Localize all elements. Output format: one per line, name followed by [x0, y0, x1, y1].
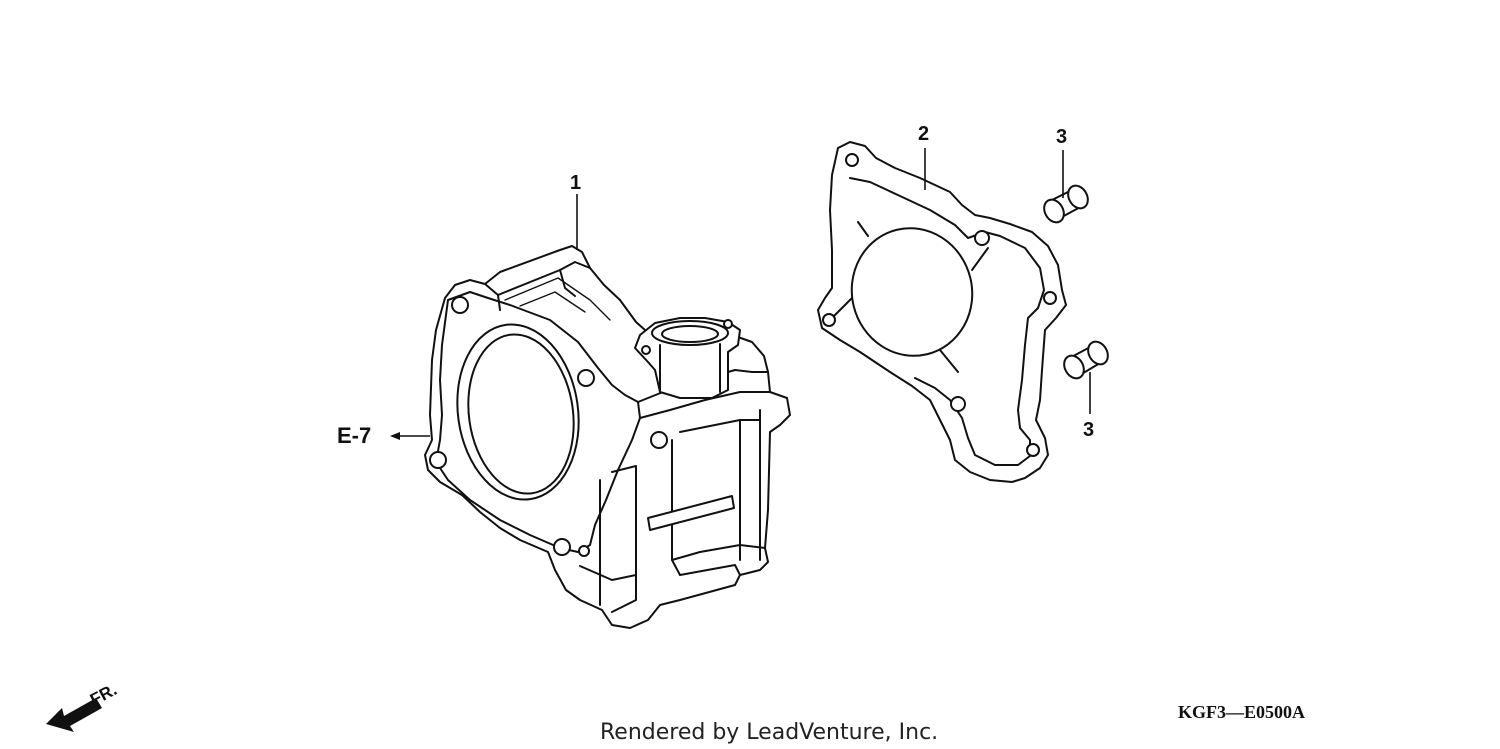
cylinder-bore-outer	[456, 323, 580, 501]
callout-3-lower-number[interactable]: 3	[1083, 419, 1094, 441]
render-credit: Rendered by LeadVenture, Inc.	[600, 720, 938, 745]
gasket-drawing[interactable]	[817, 141, 1067, 483]
callout-1-number[interactable]: 1	[570, 172, 581, 194]
cylinder-drawing[interactable]	[424, 245, 791, 629]
reference-arrow-icon	[390, 432, 400, 440]
front-direction-arrow-icon	[46, 698, 102, 732]
cylinder-bore-inner	[467, 333, 575, 495]
reference-label[interactable]: E-7	[337, 423, 371, 448]
gasket-bore	[850, 227, 974, 357]
diagram-code: KGF3—E0500A	[1178, 702, 1305, 722]
callout-3-upper-number[interactable]: 3	[1056, 126, 1067, 148]
gasket-inner-edge	[849, 177, 1045, 466]
dowel-pin-lower-drawing[interactable]	[1060, 338, 1112, 382]
callout-2-number[interactable]: 2	[918, 123, 929, 145]
dowel-pin-upper-drawing[interactable]	[1040, 182, 1092, 226]
